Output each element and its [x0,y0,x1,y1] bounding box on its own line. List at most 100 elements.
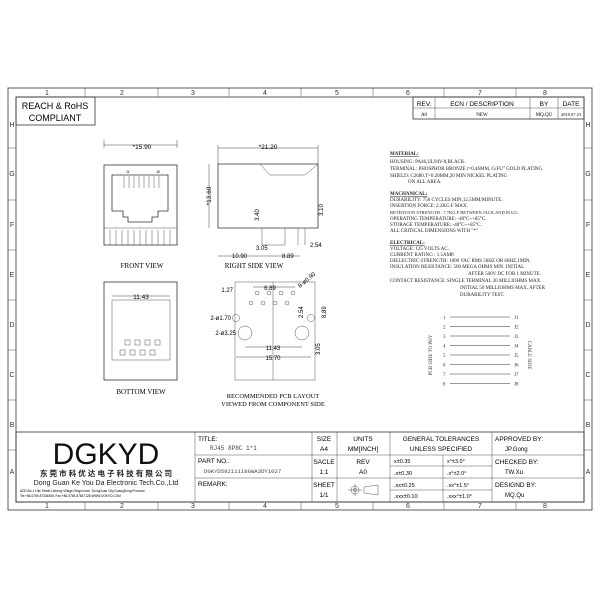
spec-dielectric: DIELECTRIC STRENGTH: 1000 VAC RMS 50HZ O… [390,259,531,264]
column-markers: 1 2 3 4 5 6 7 8 1 2 3 4 5 6 7 8 [45,88,547,510]
electrical-title: ELECTRICAL: [390,241,425,246]
col-8: 8 [543,90,547,97]
spec-storage-temp: STORAGE TEMPERATURE: -40°C~+85°C. [390,223,482,228]
row-markers: H G F E D C B A H G F E D C B A [8,122,592,476]
schematic-right-label: CABLE SIDE [526,341,531,370]
compliance-box: REACH & RoHS COMPLIANT [15,96,96,126]
spec-durability: DURABILITY: 750 CYCLES MIN,12.5MM/MINUTE… [390,198,503,203]
front-view: *15.90 J1 J8 FRONT VIEW [103,140,178,270]
pcb-dim-254: 2.54 [299,306,305,318]
approved-label: APPROVED BY: [495,436,543,443]
spec-current: CURRENT RATING : 1.5AMP. [390,253,455,258]
spec-insulation: INSULATION RESISTANCE: 500 MEGA OHMS MIN… [390,265,524,270]
pcb-dim-peg: 2-ø1.70 [210,316,231,322]
col-5: 5 [335,90,339,97]
tolerance-linear-2: .xx±0.25 [394,483,415,489]
spec-critical-dims: ALL CRITICAL DIMENSIONS WITH "*" [390,229,478,234]
schematic-pin: 3 [443,335,446,340]
spec-shield: SHIELD: C2680,T=0.20MM,20 MIN NICKEL PLA… [390,174,508,179]
col-3: 3 [191,90,195,97]
material-title: MATERIAL: [390,152,419,157]
sheet-value: 1/1 [319,492,328,499]
right-side-view-label: RIGHT SIDE VIEW [225,262,284,270]
side-dim-889: 8.89 [282,254,294,260]
col-4-bottom: 4 [263,503,267,510]
date-value: 2018.07.23 [561,112,582,117]
col-1: 1 [45,90,49,97]
row-f-right: F [586,222,590,229]
outer-frame [7,87,593,511]
title-label: TITLE: [198,436,218,443]
scale-value: 1:1 [319,469,328,476]
schematic-jack: J7 [514,373,519,378]
pcb-layout: 6.89 1.27 8-ø0.90 2-ø1.70 2-ø3.25 2.54 8… [210,271,328,408]
schematic-jack: J2 [514,326,519,331]
front-pin-j1: J1 [126,170,130,174]
bottom-dim: 11.43 [133,294,149,301]
side-height-dim: *13.60 [206,186,213,205]
units-label: UNITS [353,436,373,443]
row-c-right: C [585,372,590,379]
company-address: ADD:No.1 Lilie Street,Lisheng Village,Di… [20,489,145,493]
spec-insertion: INSERTION FORCE: 2.2KG.F MAX. [390,204,468,209]
row-h-right: H [585,122,590,129]
row-h: H [9,122,14,129]
pcb-dim-127: 1.27 [221,288,233,294]
ecn-header: ECN / DESCRIPTION [450,101,514,108]
tolerance-angular-1: .x°±2.0° [447,471,466,477]
side-dim-340: 3.40 [255,209,261,221]
units-value: MM[INCH] [348,446,379,453]
spec-voltage: VOLTAGE: 125 VOLTS AC. [390,247,449,252]
schematic-jack: J4 [514,345,519,350]
spec-shield-2: ON ALL AREA. [408,180,442,185]
title-block: DGKYD 东 莞 市 科 优 达 电 子 科 技 有 限 公 司 Dong G… [15,431,585,503]
rev-header: REV. [417,101,432,108]
schematic-jack: J3 [514,335,519,340]
row-f: F [10,222,14,229]
row-c: C [9,372,14,379]
schematic-jack: J1 [514,316,519,321]
row-e-right: E [586,272,591,279]
side-dim-1090: 10.90 [232,254,248,260]
rev-value-block: A0 [359,469,367,476]
side-dim-310: 3.10 [319,204,325,216]
company-contact: Tel:+86-0769-87334808, Fax:+86-0769-8784… [20,494,121,498]
schematic-pin: 1 [443,316,446,321]
col-8-bottom: 8 [543,503,547,510]
row-a: A [10,469,15,476]
pcb-dim-889: 8.89 [322,306,328,318]
designed-label: DESIGND BY: [495,482,537,489]
pcb-dim-689: 6.89 [264,286,276,292]
size-value: A4 [320,446,328,453]
row-b-right: B [586,422,591,429]
spec-contact-3: DURABILITY TEST. [460,293,504,298]
tolerance-title-2: UNLESS SPECIFIED [410,446,472,453]
spec-housing: HOUSING: PA46,UL94V-0,BLACK. [390,160,466,165]
col-5-bottom: 5 [335,503,339,510]
checked-label: CHECKED BY: [495,459,539,466]
col-2-bottom: 2 [120,503,124,510]
spec-contact-2: INITIAL 50 MILLIOHMS MAX. AFTER [460,286,546,291]
checked-value: TW.Xu [505,470,523,476]
side-length-dim: *21.20 [259,144,278,151]
col-2: 2 [120,90,124,97]
by-header: BY [540,101,549,108]
row-d-right: D [585,322,590,329]
col-7: 7 [478,90,482,97]
tolerance-angular-2: .xx°±1.5° [447,483,469,489]
right-side-view: *21.20 *13.60 3.40 3.10 3.05 2.54 10.90 … [206,144,325,270]
row-e: E [10,272,15,279]
pcb-label-1: RECOMMENDED PCB LAYOUT [227,393,320,400]
pcb-dim-mount: 2-ø3.25 [215,331,236,337]
row-g-right: G [585,171,590,178]
row-d: D [9,322,14,329]
schematic-pin: 8 [443,383,446,388]
spec-retention: RETENTION STRENGTH : 7.7KG.F BETWEEN JAC… [390,210,519,215]
col-6-bottom: 6 [406,503,410,510]
schematic-jack: J8 [514,383,519,388]
bottom-view-label: BOTTOM VIEW [116,388,166,396]
by-value: MQ.QU [536,113,553,118]
schematic-pin: 5 [443,354,446,359]
